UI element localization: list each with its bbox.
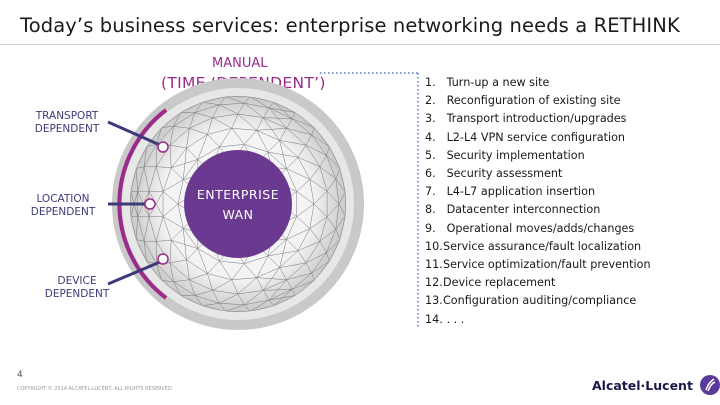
location-dependent-label: LOCATION DEPENDENT <box>18 193 108 219</box>
device-label-line2: DEPENDENT <box>44 288 110 300</box>
service-task-list: 1. Turn-up a new site 2. Reconfiguration… <box>425 74 651 329</box>
list-item: 9. Operational moves/adds/changes <box>425 221 635 235</box>
alcatel-lucent-swirl-icon <box>699 375 720 395</box>
location-label-line2: DEPENDENT <box>30 206 96 218</box>
transport-node-icon <box>157 141 169 153</box>
enterprise-wan-core <box>184 150 292 258</box>
list-item: 7. L4-L7 application insertion <box>425 185 596 199</box>
list-item: 13.Configuration auditing/compliance <box>425 294 637 308</box>
list-item: 6. Security assessment <box>425 167 563 181</box>
list-item: 4. L2-L4 VPN service configuration <box>425 130 626 144</box>
device-dependent-label: DEVICE DEPENDENT <box>40 275 114 301</box>
center-label-line1: ENTERPRISE <box>197 187 279 202</box>
device-node-icon <box>157 253 169 265</box>
list-item: 1. Turn-up a new site <box>425 76 550 89</box>
brand-logo: Alcatel·Lucent <box>592 374 720 396</box>
device-connector <box>107 260 161 286</box>
slide-title: Today’s business services: enterprise ne… <box>20 14 680 37</box>
location-node-icon <box>144 198 156 210</box>
transport-label-line2: DEPENDENT <box>34 123 100 135</box>
transport-connector <box>107 120 161 147</box>
list-item: 8. Datacenter interconnection <box>425 203 601 217</box>
center-label-line2: WAN <box>222 207 253 222</box>
copyright-notice: COPYRIGHT © 2014 ALCATEL-LUCENT. ALL RIG… <box>17 386 174 392</box>
transport-dependent-label: TRANSPORT DEPENDENT <box>30 110 104 136</box>
list-item: 5. Security implementation <box>425 148 585 162</box>
page-number: 4 <box>17 370 23 380</box>
location-label-line1: LOCATION <box>36 193 90 205</box>
list-item: 14. . . . <box>425 312 465 326</box>
device-label-line1: DEVICE <box>57 275 97 287</box>
transport-label-line1: TRANSPORT <box>35 110 99 122</box>
list-item: 2. Reconfiguration of existing site <box>425 94 621 108</box>
logo-wordmark: Alcatel·Lucent <box>592 377 693 393</box>
list-item: 12.Device replacement <box>425 276 556 290</box>
manual-label: MANUAL <box>212 56 268 71</box>
list-item: 10.Service assurance/fault localization <box>425 239 642 253</box>
title-divider <box>0 44 720 45</box>
list-item: 11.Service optimization/fault prevention <box>425 258 651 272</box>
list-item: 3. Transport introduction/upgrades <box>425 112 627 126</box>
